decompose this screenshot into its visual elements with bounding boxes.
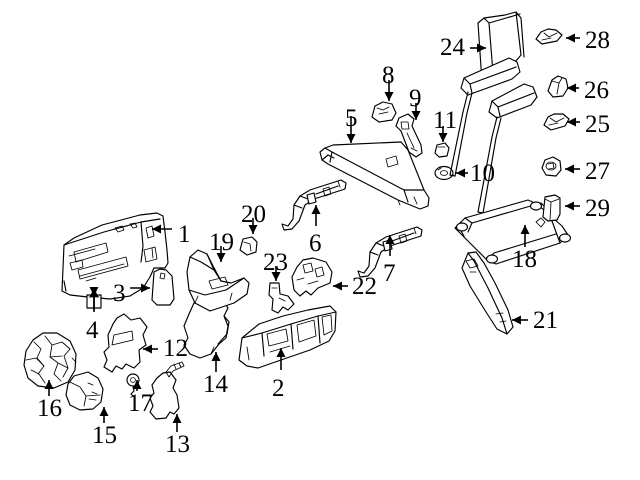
part-19-rocker-sill-trim-molding (186, 249, 250, 312)
part-26-clip-retainer (547, 75, 569, 98)
callout-label-20: 20 (241, 201, 266, 228)
callout-label-10: 10 (470, 160, 495, 187)
part-2-rear-lower-trim-panel (238, 305, 337, 369)
callout-label-19: 19 (209, 229, 234, 256)
callout-label-23: 23 (263, 249, 288, 276)
part-24-cargo-partition-net (449, 11, 538, 214)
part-15-insulator-block-foam (65, 371, 104, 411)
callout-label-18: 18 (512, 246, 537, 273)
callout-label-7: 7 (383, 260, 396, 287)
part-23-bracket-small-support (268, 282, 295, 314)
part-8-trim-cap-cover (371, 101, 397, 123)
part-13-sound-insulator-pad-small (149, 361, 185, 420)
part-1-quarter-trim-panel (61, 212, 169, 300)
part-18-cargo-cover-roller-shade (454, 199, 572, 265)
callout-label-14: 14 (203, 371, 228, 398)
part-11-cap-plug (434, 142, 450, 158)
part-12-sound-insulator-pad-large (103, 313, 148, 373)
part-21-pillar-trim-panel (461, 251, 514, 335)
callout-label-22: 22 (352, 273, 377, 300)
callout-label-28: 28 (585, 27, 610, 54)
part-28-clip-retainer (535, 28, 563, 45)
callout-label-3: 3 (113, 280, 126, 307)
callout-label-5: 5 (345, 105, 358, 132)
callout-label-29: 29 (585, 195, 610, 222)
part-6-seat-back-hinge-bracket (281, 179, 347, 231)
callout-label-4: 4 (86, 317, 99, 344)
part-3-trim-cover (151, 268, 175, 306)
callout-label-1: 1 (178, 221, 191, 248)
callout-label-12: 12 (163, 335, 188, 362)
callout-label-2: 2 (272, 375, 285, 402)
callout-label-26: 26 (584, 77, 609, 104)
callout-label-9: 9 (409, 85, 422, 112)
part-10-grommet-washer (434, 165, 454, 181)
part-27-grommet-retainer (541, 156, 562, 177)
leader-lines (44, 33, 580, 432)
part-25-clip-retainer (543, 113, 570, 131)
callout-label-8: 8 (382, 62, 395, 89)
callout-label-17: 17 (128, 390, 153, 417)
part-5-cargo-load-floor-panel (319, 141, 430, 210)
callout-label-6: 6 (309, 230, 322, 257)
callout-label-27: 27 (585, 158, 610, 185)
part-16-insulator-crumpled-foam (23, 332, 77, 389)
callout-label-15: 15 (92, 422, 117, 449)
part-22-striker-bracket (291, 257, 333, 297)
callout-label-11: 11 (433, 107, 458, 134)
part-29-cap-plug-cylindrical (542, 194, 561, 222)
callout-label-24: 24 (440, 34, 465, 61)
part-9-cargo-tie-down-hook (395, 113, 423, 158)
callout-label-25: 25 (585, 111, 610, 138)
callout-label-16: 16 (37, 395, 62, 422)
callout-label-21: 21 (533, 307, 558, 334)
part-20-clip-bracket-small (239, 236, 258, 256)
callout-label-13: 13 (165, 431, 190, 458)
